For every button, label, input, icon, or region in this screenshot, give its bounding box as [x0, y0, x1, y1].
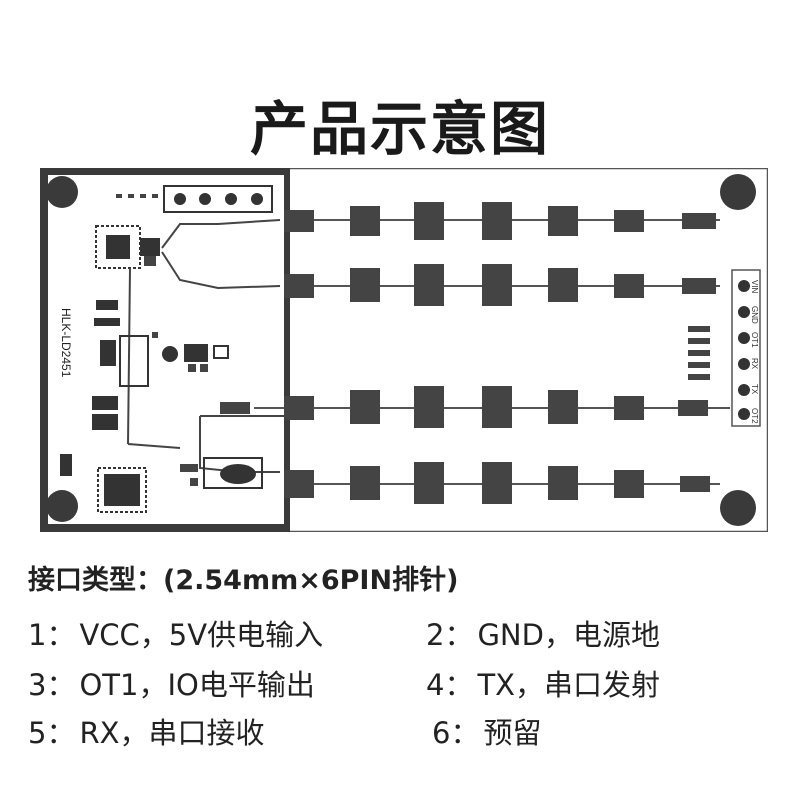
antenna-row-2 [284, 264, 720, 306]
pin-number: 4： [426, 668, 474, 702]
pin-description: 预留 [483, 716, 542, 750]
pin-number: 3： [28, 668, 76, 702]
page-title: 产品示意图 [249, 95, 550, 163]
pin-description: RX，串口接收 [79, 716, 265, 750]
pin-label: OT1 [750, 332, 759, 348]
pin-1: 1：VCC，5V供电输入 [28, 612, 323, 654]
pin-4: 4：TX，串口发射 [426, 662, 660, 704]
debug-header [163, 185, 273, 213]
mounting-hole [46, 490, 78, 522]
antenna-row-4 [284, 462, 720, 504]
interface-type: 接口类型：(2.54mm×6PIN排针) [28, 565, 459, 596]
radar-module-board: HLK-LD2451 [40, 168, 768, 532]
mcu-chip [97, 467, 147, 513]
pin-description: VCC，5V供电输入 [79, 618, 324, 652]
antenna-row-1 [284, 202, 720, 240]
pin-label: OT2 [750, 408, 759, 424]
pin-2: 2：GND，电源地 [426, 612, 660, 654]
pin-description: TX，串口发射 [477, 668, 661, 702]
board-model-label: HLK-LD2451 [59, 308, 73, 378]
mounting-hole [46, 176, 78, 208]
pin-number: 1： [28, 618, 76, 652]
pin-number: 2： [426, 618, 474, 652]
pin-label: RX [750, 358, 759, 370]
pin-number: 5： [28, 716, 76, 750]
pin-label: GND [750, 306, 759, 324]
pin-header [731, 269, 761, 427]
pin-3: 3：OT1，IO电平输出 [28, 662, 315, 704]
antenna-row-3 [220, 386, 730, 428]
pin-label: VIN [750, 280, 759, 294]
mounting-hole [720, 174, 756, 210]
pin-6: 6：预留 [432, 710, 541, 752]
pin-label: TX [750, 384, 759, 395]
pin-description: OT1，IO电平输出 [79, 668, 315, 702]
pin-number: 6： [432, 716, 480, 750]
mounting-hole [720, 490, 756, 526]
pin-5: 5：RX，串口接收 [28, 710, 264, 752]
pin-description: GND，电源地 [477, 618, 660, 652]
